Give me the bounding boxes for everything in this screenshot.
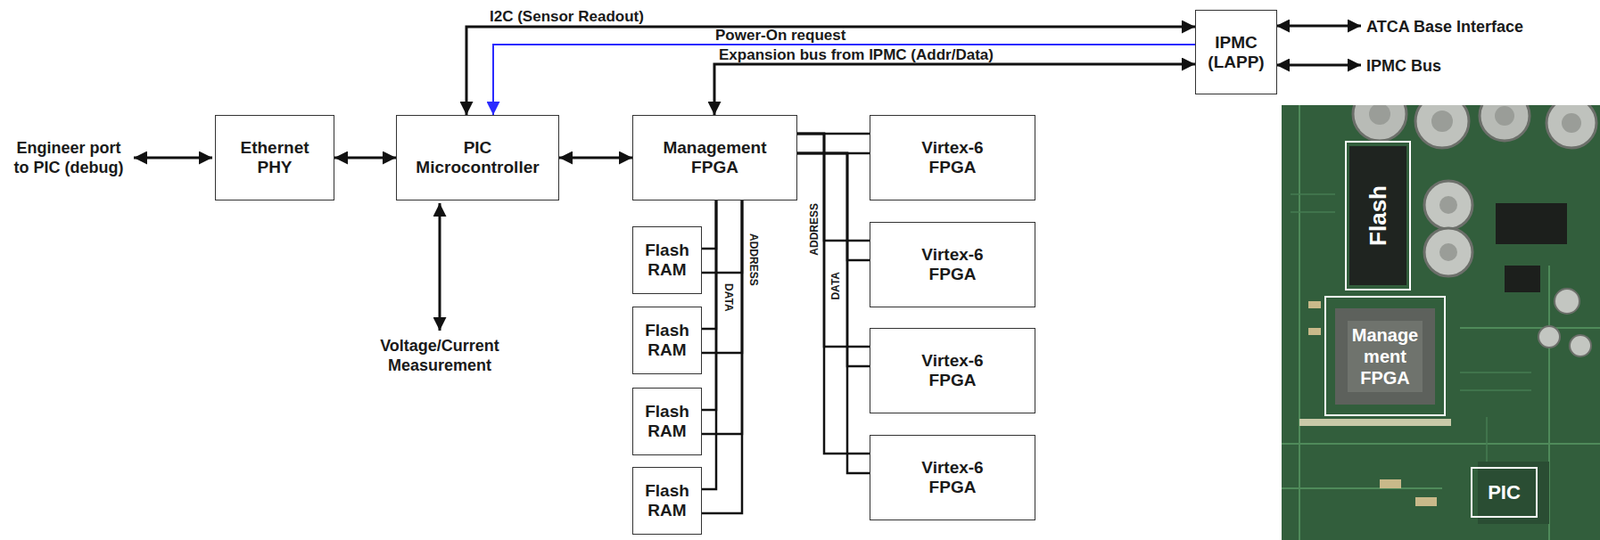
bus-label: ADDRESS — [808, 203, 821, 256]
signal-arrow — [714, 64, 1196, 116]
photo-callout-box: Manage ment FPGA — [1324, 296, 1446, 417]
box-text: Virtex-6 FPGA — [903, 138, 1002, 178]
pcb-detail — [1347, 321, 1423, 393]
pcb-detail — [1308, 301, 1321, 309]
signal-arrow — [493, 44, 1196, 116]
box-text: Virtex-6 FPGA — [903, 458, 1002, 498]
bus-line — [797, 133, 870, 367]
pcb-detail — [1335, 308, 1436, 405]
bus-line — [701, 200, 743, 354]
box-text: Virtex-6 FPGA — [903, 351, 1002, 391]
port-label: IPMC Bus — [1366, 56, 1442, 76]
photo-callout-box: Flash — [1344, 140, 1411, 291]
pcb-detail — [1494, 106, 1515, 126]
pcb-detail — [1554, 288, 1580, 314]
flash-box: Flash RAM — [632, 467, 702, 536]
box-text: Manage ment FPGA — [1347, 324, 1423, 389]
fpga-box: Virtex-6 FPGA — [869, 435, 1036, 521]
pcb-detail — [1479, 105, 1530, 141]
pcb-detail — [1281, 105, 1600, 540]
box-text: Flash RAM — [637, 402, 697, 442]
port-label: Voltage/Current Measurement — [363, 336, 516, 376]
bus-line — [701, 200, 743, 514]
box-text: Flash RAM — [637, 321, 697, 361]
signal-arrow — [466, 26, 1196, 116]
photo-callout-box: PIC — [1470, 467, 1538, 519]
pcb-detail — [1477, 461, 1550, 525]
fpga-box: Virtex-6 FPGA — [869, 115, 1036, 201]
fpga-box: Virtex-6 FPGA — [869, 222, 1036, 308]
flash-box: Flash RAM — [632, 226, 702, 295]
bus-line — [701, 200, 743, 273]
bus-line — [797, 133, 870, 474]
signal-arrow — [334, 156, 396, 160]
signal-label: I2C (Sensor Readout) — [489, 8, 644, 25]
box-text: PIC — [1487, 481, 1521, 505]
atca-arrow — [1276, 24, 1361, 28]
measurement-arrow — [438, 203, 442, 331]
flash-box: Flash RAM — [632, 306, 702, 375]
box-text: Ethernet PHY — [228, 138, 322, 178]
bus-label: DATA — [829, 272, 842, 301]
pcb-detail — [1439, 243, 1458, 262]
bus-line — [797, 133, 870, 154]
ipmc-bus-arrow — [1276, 64, 1361, 67]
box-text: PIC Microcontroller — [406, 138, 550, 178]
signal-label: Expansion bus from IPMC (Addr/Data) — [718, 47, 994, 63]
box-text: IPMC (LAPP) — [1200, 32, 1272, 73]
pcb-detail — [1538, 326, 1560, 348]
pcb-detail — [1439, 196, 1458, 215]
fpga-box: Virtex-6 FPGA — [869, 328, 1036, 414]
pcb-detail — [1369, 105, 1391, 125]
port-label: Engineer port to PIC (debug) — [8, 138, 129, 178]
port-label: ATCA Base Interface — [1366, 16, 1524, 37]
fpga-box: Management FPGA — [632, 115, 798, 201]
ipmc-box: IPMC (LAPP) — [1195, 9, 1278, 95]
pcb-detail — [1431, 110, 1453, 132]
pcb-detail — [1415, 105, 1469, 149]
bus-line — [701, 200, 743, 435]
pcb-detail — [1308, 328, 1321, 336]
pcb-photo — [1281, 105, 1600, 540]
pcb-detail — [1379, 479, 1402, 489]
pcb-detail — [1281, 105, 1600, 540]
pcb-detail — [1415, 497, 1437, 507]
pcb-detail — [1561, 113, 1582, 133]
pcb-detail — [1569, 335, 1592, 357]
box-text: Flash RAM — [637, 240, 697, 281]
box-text: Virtex-6 FPGA — [903, 245, 1002, 285]
microcontroller-box: PIC Microcontroller — [395, 115, 560, 201]
pcb-detail — [1504, 265, 1541, 293]
pcb-detail — [1424, 181, 1473, 230]
signal-label: Power-On request — [715, 27, 846, 43]
pcb-detail — [1281, 105, 1600, 540]
phy-box: Ethernet PHY — [214, 115, 335, 201]
debug-port-arrow — [133, 156, 213, 160]
pcb-detail — [1352, 105, 1407, 141]
signal-arrow — [559, 156, 633, 160]
bus-label: DATA — [722, 283, 735, 313]
box-text: Flash — [1364, 185, 1393, 247]
bus-label: ADDRESS — [747, 233, 760, 287]
pcb-detail — [1495, 203, 1568, 245]
pcb-detail — [1546, 105, 1597, 149]
pcb-detail — [1349, 146, 1407, 286]
pcb-detail — [1299, 419, 1452, 427]
pcb-detail — [1424, 228, 1473, 277]
box-text: Flash RAM — [637, 481, 697, 521]
flash-box: Flash RAM — [632, 387, 702, 456]
box-text: Management FPGA — [648, 138, 783, 178]
